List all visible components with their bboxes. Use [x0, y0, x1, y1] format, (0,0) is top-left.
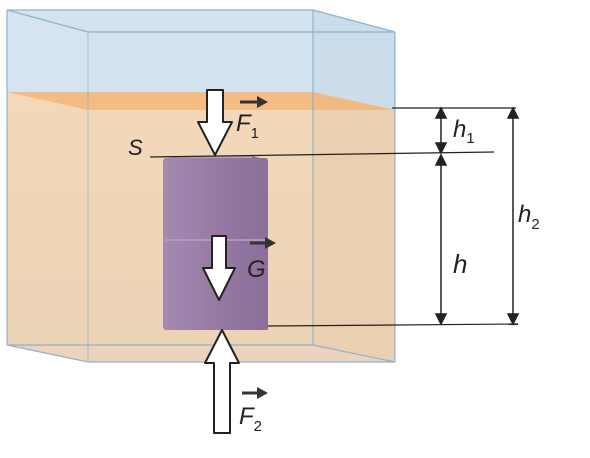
height-h-label: h	[453, 249, 467, 279]
depth-h2-subscript: 2	[531, 216, 539, 233]
bottom-face-level-line	[267, 323, 519, 327]
top-face-level-line	[149, 151, 495, 158]
force-f1-letter: F	[236, 110, 252, 137]
force-f1-label: F1	[236, 110, 259, 142]
force-f2-subscript: 2	[254, 418, 262, 435]
force-arrows	[197, 89, 240, 434]
vector-mark-g	[250, 237, 276, 249]
depth-h1-label: h1	[453, 116, 475, 147]
gravity-arrow	[202, 235, 236, 301]
reference-lines	[149, 107, 519, 327]
force-f2-letter: F	[239, 403, 255, 430]
labels: S F1 G F2 h1 h h2	[128, 110, 540, 435]
vector-mark-f2	[242, 387, 268, 399]
h1-arrowhead-top	[434, 106, 448, 119]
gravity-label: G	[247, 256, 266, 283]
h2-arrowhead-bottom	[506, 313, 520, 326]
h1-arrowhead-bottom	[434, 142, 448, 155]
surface-label: S	[128, 135, 143, 160]
depth-h2-label: h2	[518, 201, 540, 233]
depth-h1-subscript: 1	[466, 130, 474, 147]
vector-marks	[240, 96, 276, 399]
glass-side-panel	[313, 10, 395, 110]
h2-arrowhead-top	[506, 106, 520, 119]
glass-edges	[6, 9, 396, 363]
depth-h2-letter: h	[518, 201, 531, 228]
dimension-markers	[434, 106, 520, 326]
h-arrowhead-bottom	[434, 313, 448, 326]
depth-h1-letter: h	[453, 116, 466, 143]
h-arrowhead-top	[434, 153, 448, 166]
force-f1-arrow	[197, 89, 233, 156]
liquid-bottom	[7, 345, 395, 362]
liquid-surface	[7, 92, 395, 110]
vector-mark-f1	[240, 96, 268, 108]
force-f2-label: F2	[239, 403, 262, 435]
liquid-side	[313, 92, 395, 362]
force-f2-arrow	[204, 329, 240, 434]
force-f1-subscript: 1	[251, 125, 259, 142]
